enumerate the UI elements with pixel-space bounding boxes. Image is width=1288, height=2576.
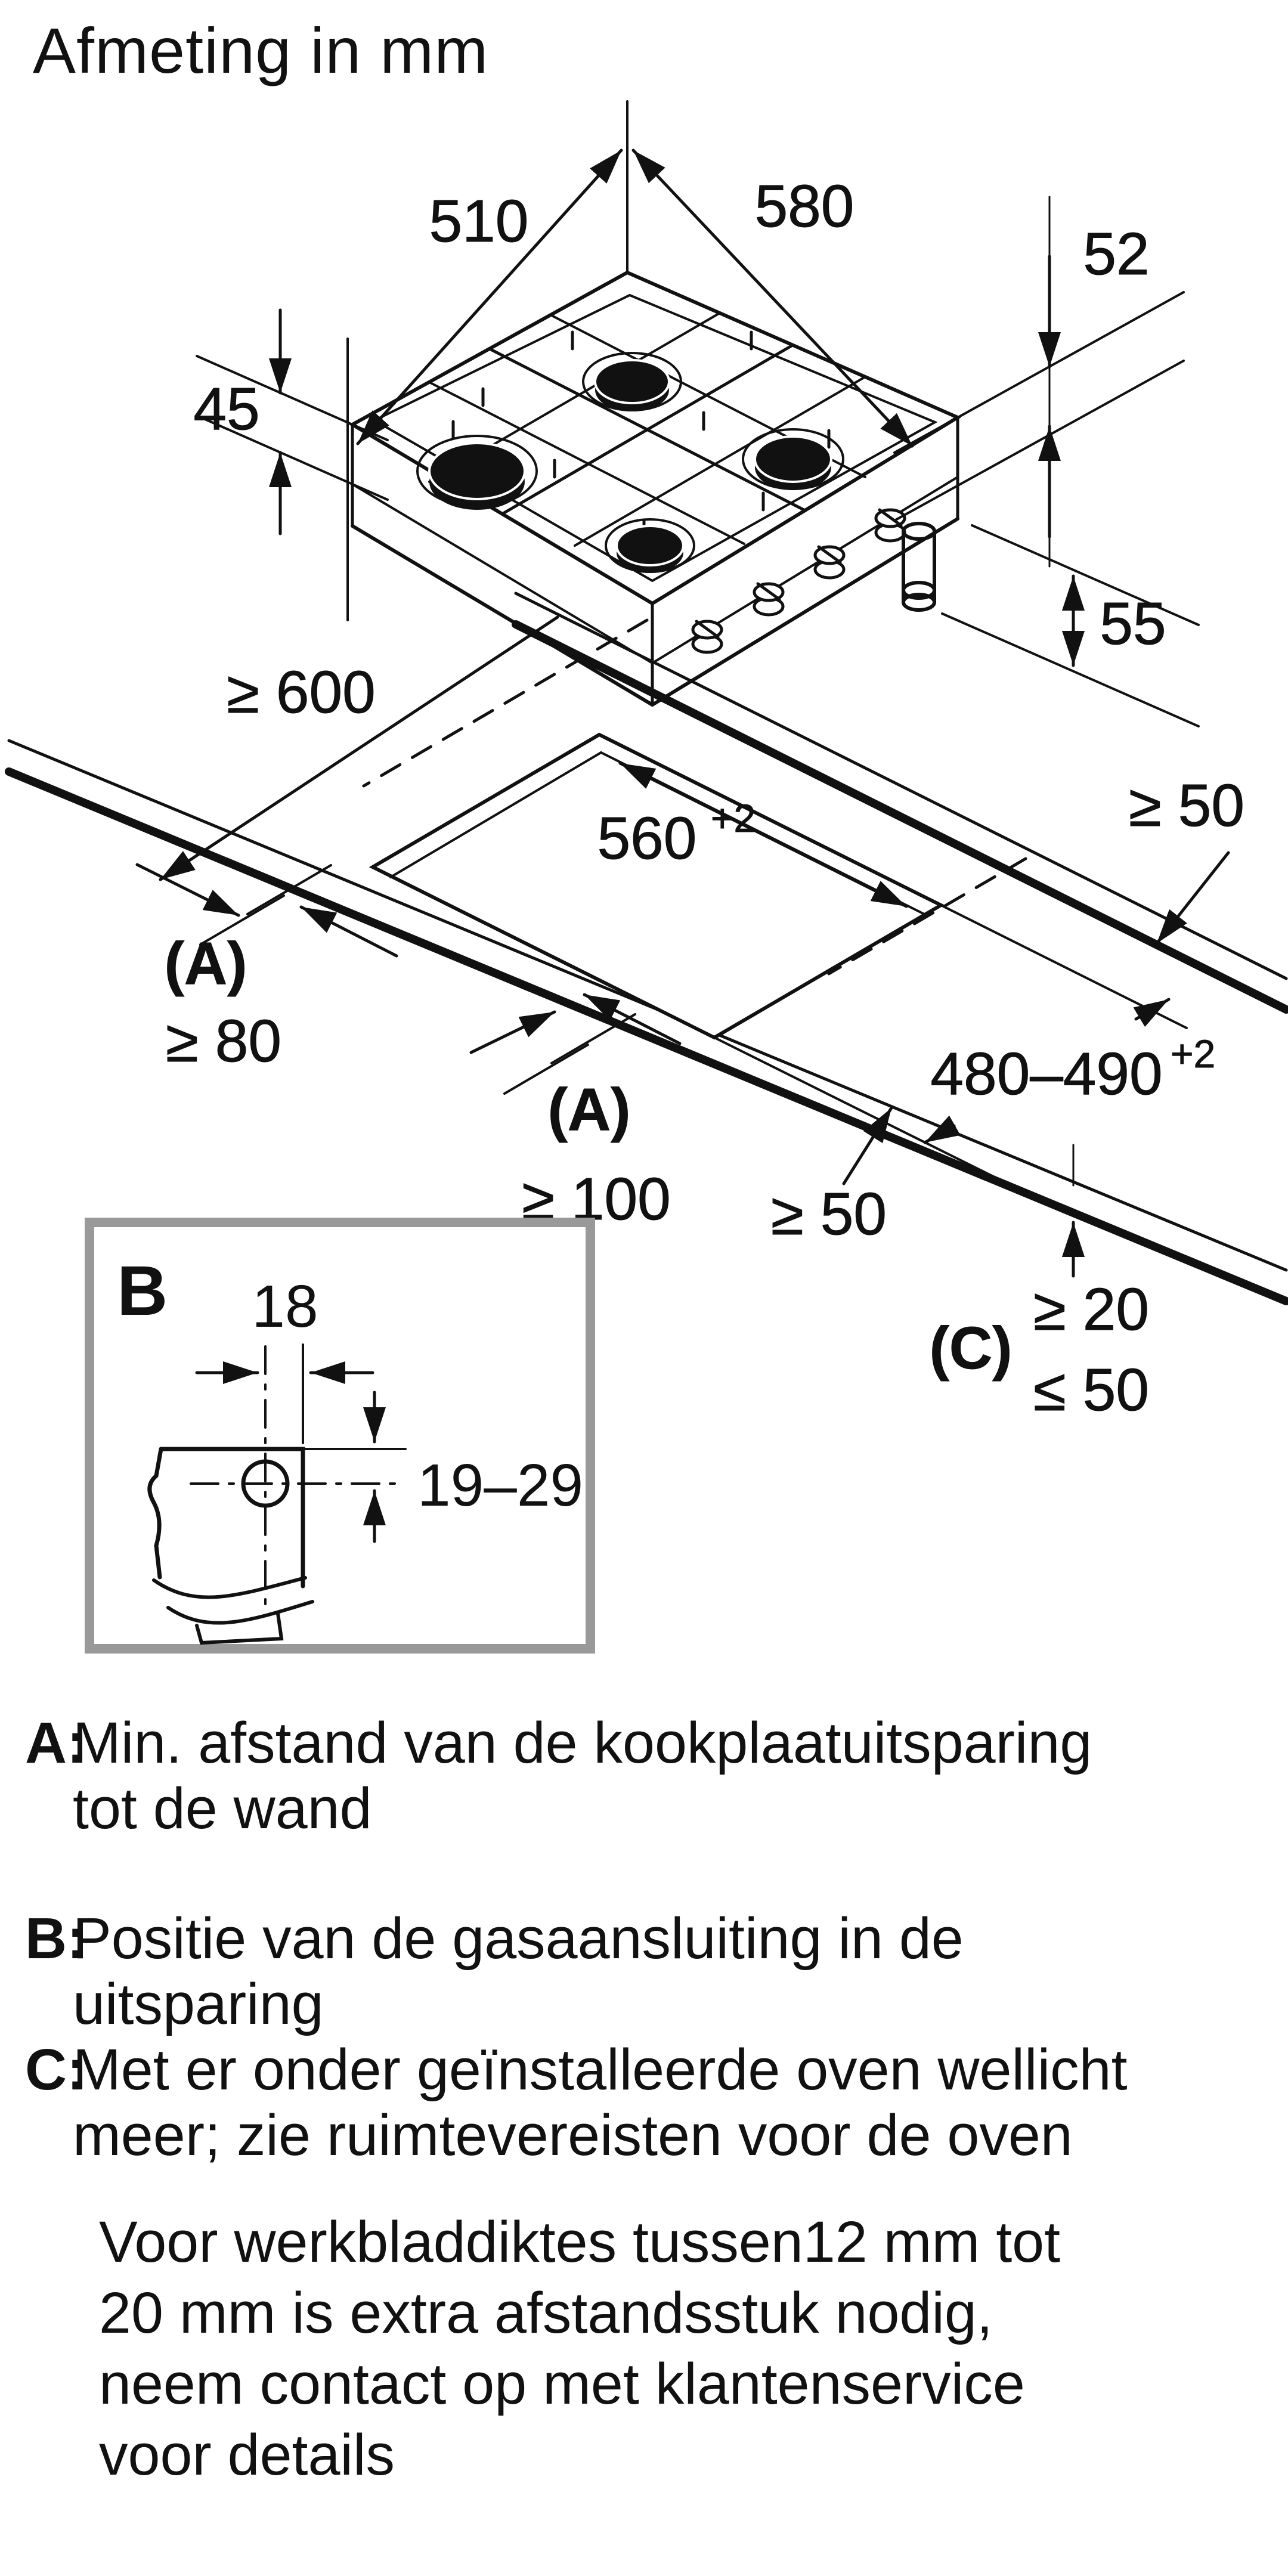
label-45: 45 [193,376,259,442]
knob [691,620,723,654]
dim-510 [346,100,628,621]
dim-19-29 [302,1391,407,1543]
label-480-490-tol: +2 [1171,1032,1215,1076]
legend-a-line2: tot de wand [73,1776,372,1841]
label-19-29: 19–29 [417,1452,583,1519]
note-line4: voor details [99,2422,395,2487]
label-a-left: (A) [165,930,247,997]
knob [753,582,785,617]
label-c-min: ≥ 20 [1033,1276,1149,1343]
label-52: 52 [1083,221,1149,287]
legend-key-b: B: [25,1906,86,1971]
label-560: 560 [597,805,697,872]
knob [874,508,906,543]
dim-a-left [135,863,398,958]
worktop-drawing: ≥ 600 ≥ 50 560 +2 480–490 +2 (A) ≥ 80 (A… [5,592,1288,1424]
dim-back-clearance [1155,851,1230,945]
legend-item-c: C: Met er onder geïnstalleerde oven well… [25,2037,1265,2168]
detail-box-b: B 18 19–29 [85,1218,595,1654]
projection-dashed-right [827,857,1027,976]
burner-right [742,428,844,490]
legend: A: Min. afstand van de kookplaatuitspari… [25,1710,1265,2168]
label-18: 18 [252,1273,318,1340]
control-knobs [691,508,906,654]
label-a-front: (A) [548,1076,631,1143]
legend-key-c: C: [25,2037,86,2102]
label-510: 510 [429,188,529,255]
dim-depth-600 [159,615,559,881]
legend-text-c: Met er onder geïnstalleerde oven wellich… [73,2037,1265,2168]
label-560-tol: +2 [711,796,756,840]
label-55: 55 [1100,590,1166,657]
label-80: ≥ 80 [166,1008,281,1075]
legend-b-line2: uitsparing [73,1971,324,2036]
note-line3: neem contact op met klantenservice [99,2351,1025,2416]
legend-text-a: Min. afstand van de kookplaatuitsparing … [73,1710,1265,1841]
label-480-490: 480–490 [930,1041,1162,1107]
knob [813,545,846,580]
legend-item-b: B: Positie van de gasaansluiting in de u… [25,1906,1265,2037]
burner-left [416,435,538,510]
label-detail-b: B [117,1252,168,1330]
gas-pipe [902,522,936,612]
dim-cutout-width [618,761,908,908]
burner-back [582,352,682,411]
projection-dashed-left [362,618,649,788]
dim-18 [195,1343,374,1444]
legend-text-b: Positie van de gasaansluiting in de uits… [73,1906,1265,2037]
label-50-back: ≥ 50 [1129,772,1244,839]
dim-52 [893,196,1185,568]
burner-front [605,518,695,573]
legend-b-line1: Positie van de gasaansluiting in de [73,1906,964,1971]
dim-55 [941,524,1200,727]
dim-front-clearance [842,1106,893,1185]
legend-c-line1: Met er onder geïnstalleerde oven wellich… [73,2037,1128,2102]
hob-drawing: 510 580 52 45 55 [193,100,1200,727]
label-50-front: ≥ 50 [771,1181,887,1247]
dim-a-front [469,993,682,1095]
worktop-thickness-note: Voor werkbladdiktes tussen12 mm tot 20 m… [99,2206,1232,2490]
dim-580 [631,148,914,448]
label-c: (C) [930,1315,1013,1382]
legend-item-a: A: Min. afstand van de kookplaatuitspari… [25,1710,1265,1841]
label-c-max: ≤ 50 [1033,1357,1149,1423]
legend-key-a: A: [25,1710,86,1775]
page-title: Afmeting in mm [33,14,489,86]
gas-connection-profile [147,1343,407,1645]
dimension-drawing: 510 580 52 45 55 [5,100,1288,1654]
label-600: ≥ 600 [227,659,376,726]
legend-c-line2: meer; zie ruimtevereisten voor de oven [73,2103,1073,2168]
dim-45 [196,308,389,535]
note-line2: 20 mm is extra afstandsstuk nodig, [99,2280,993,2345]
note-line1: Voor werkbladdiktes tussen12 mm tot [99,2209,1061,2274]
legend-a-line1: Min. afstand van de kookplaatuitsparing [73,1710,1092,1775]
label-580: 580 [755,173,854,240]
